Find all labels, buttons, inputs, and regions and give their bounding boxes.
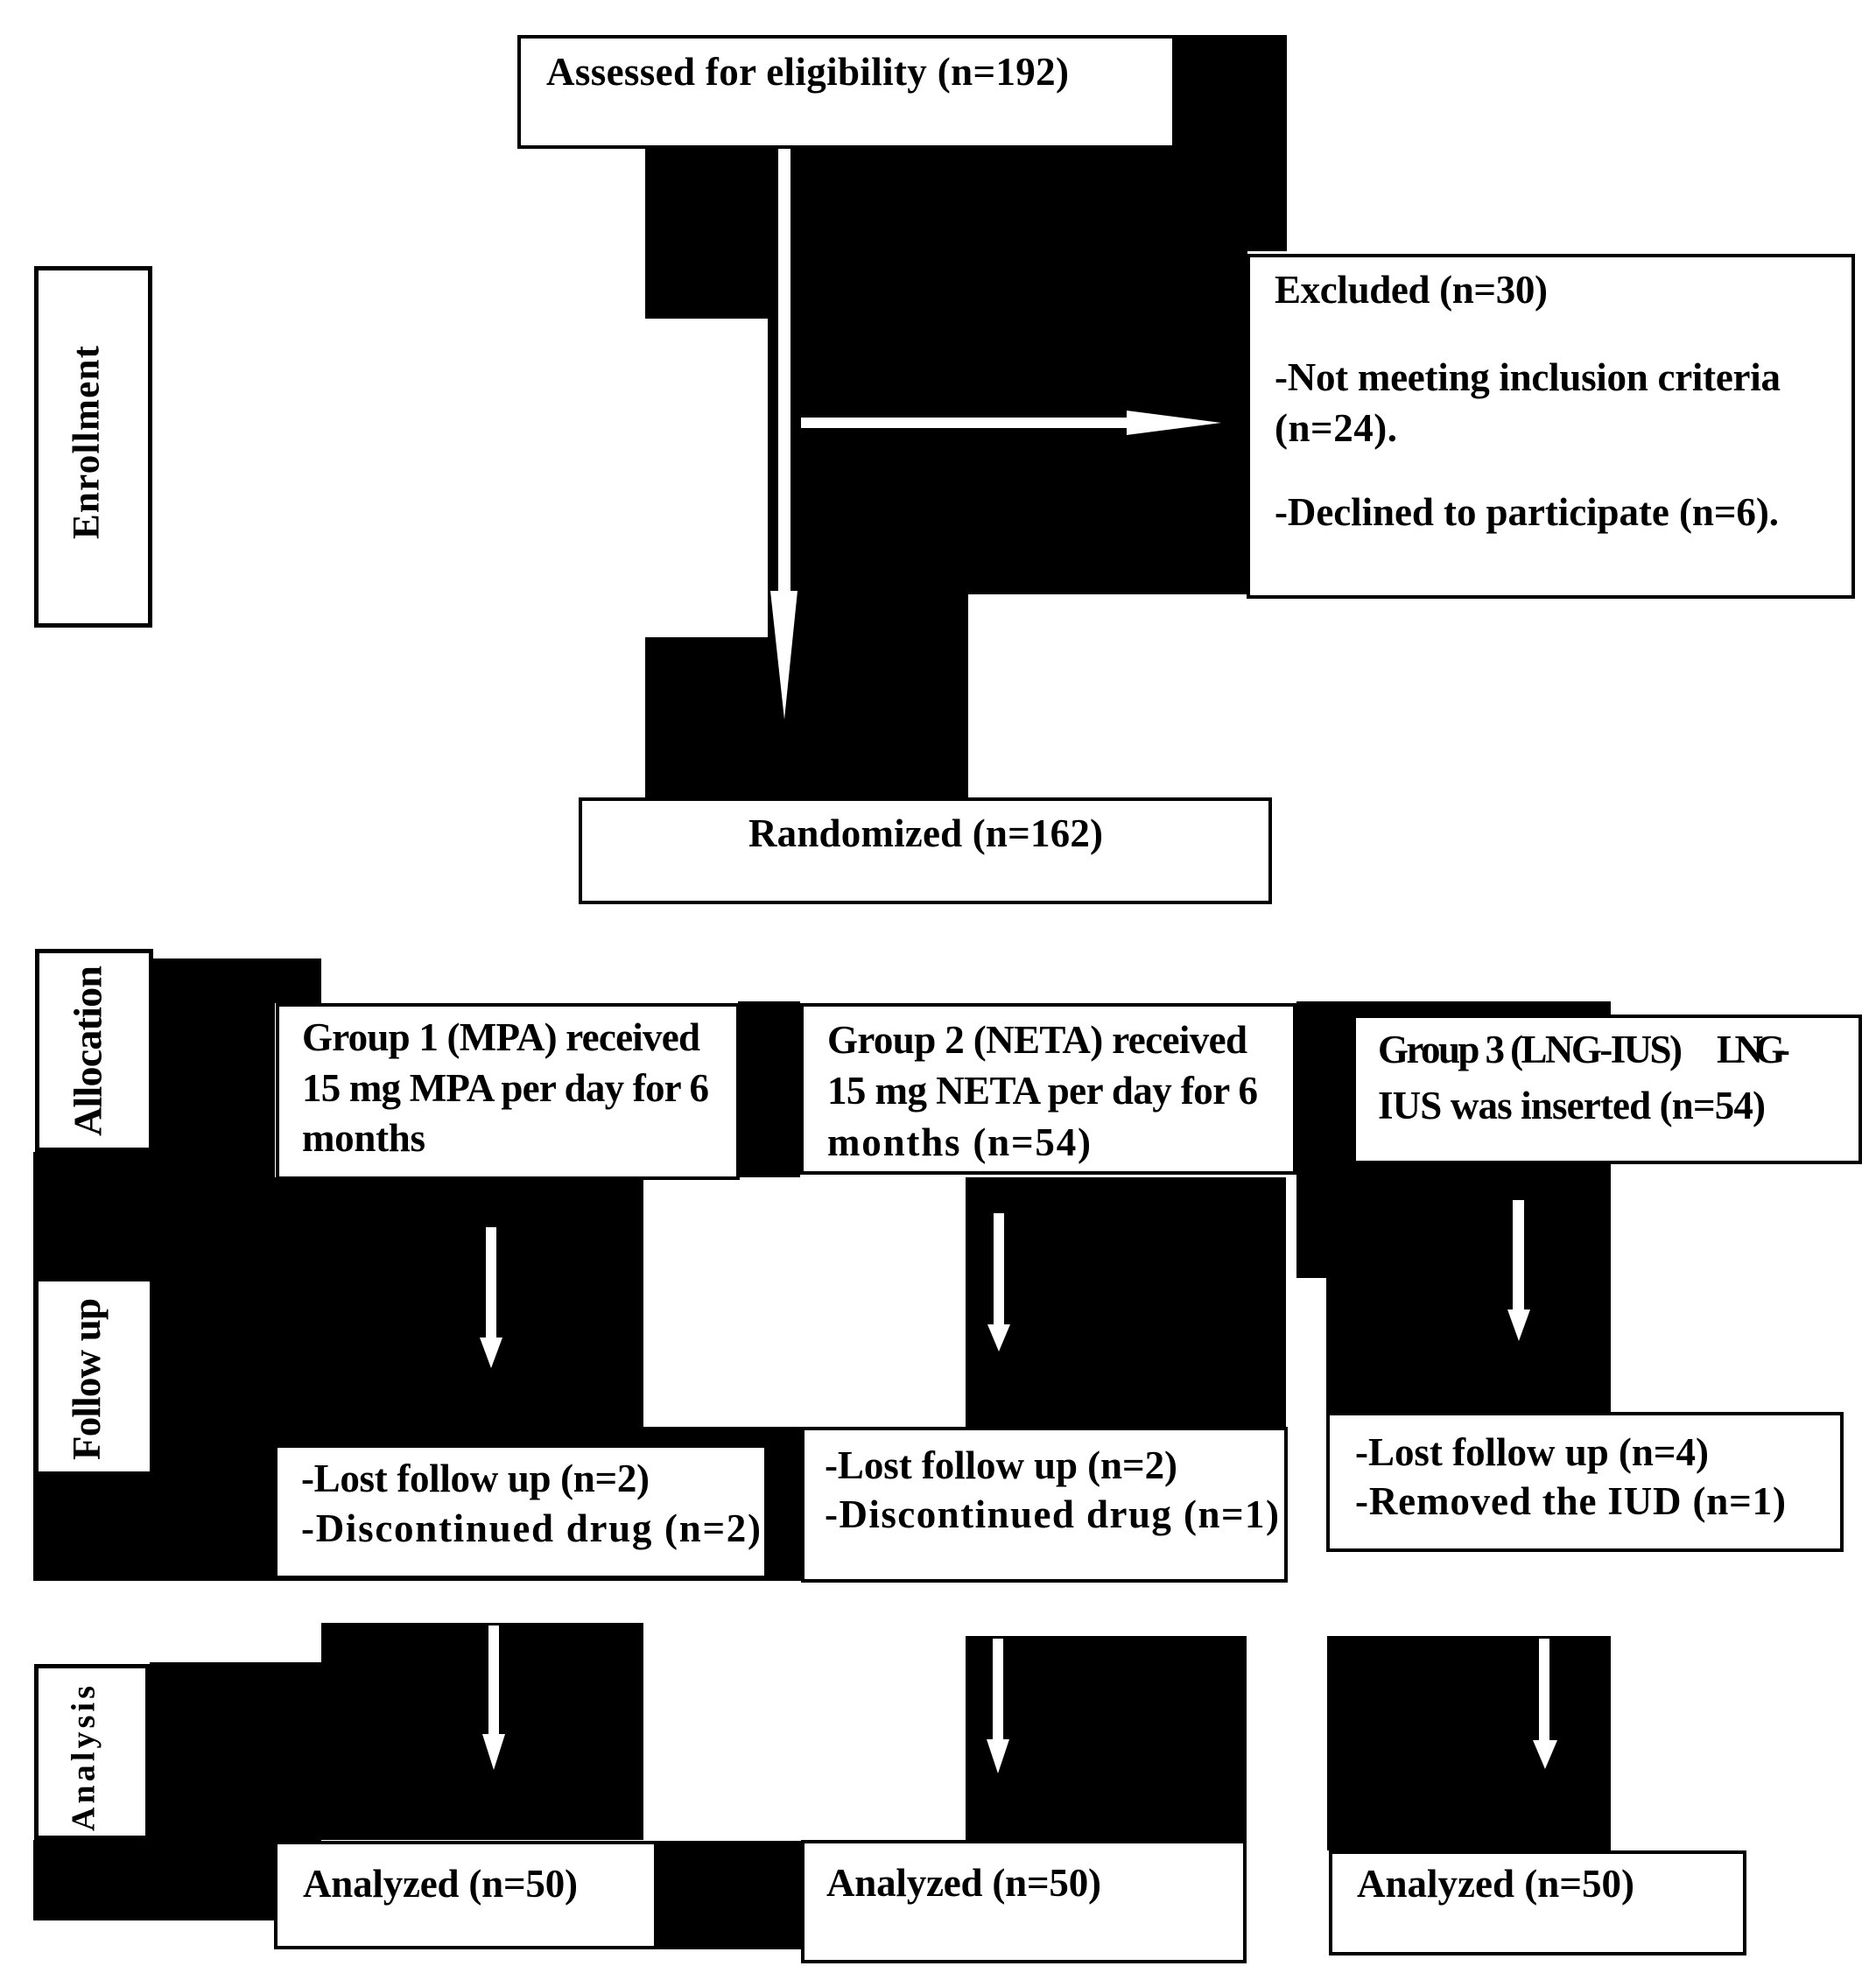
svg-text:(n=24).: (n=24). xyxy=(1275,406,1397,450)
svg-text:Randomized (n=162): Randomized (n=162) xyxy=(748,811,1103,855)
svg-text:Allocation: Allocation xyxy=(66,965,110,1136)
svg-text:-Removed the IUD (n=1): -Removed the IUD (n=1) xyxy=(1355,1479,1786,1523)
svg-text:Follow up: Follow up xyxy=(65,1298,109,1460)
svg-text:Analyzed (n=50): Analyzed (n=50) xyxy=(1357,1862,1634,1906)
svg-text:15 mg NETA per day for 6: 15 mg NETA per day for 6 xyxy=(827,1069,1258,1113)
svg-text:-Lost follow up (n=4): -Lost follow up (n=4) xyxy=(1355,1430,1709,1474)
svg-text:Analyzed (n=50): Analyzed (n=50) xyxy=(826,1861,1101,1905)
svg-text:Assessed for eligibility (n=19: Assessed for eligibility (n=192) xyxy=(546,50,1069,94)
svg-text:Excluded (n=30): Excluded (n=30) xyxy=(1275,268,1548,312)
svg-text:Analysis: Analysis xyxy=(66,1686,102,1831)
svg-text:LNG-: LNG- xyxy=(1717,1028,1790,1071)
svg-text:Group 2 (NETA) received: Group 2 (NETA) received xyxy=(827,1018,1247,1062)
svg-text:Enrollment: Enrollment xyxy=(67,345,108,539)
svg-text:-Not meeting inclusion criteri: -Not meeting inclusion criteria xyxy=(1275,355,1781,399)
svg-text:15 mg MPA per day for 6: 15 mg MPA per day for 6 xyxy=(302,1066,709,1110)
svg-text:-Lost follow up (n=2): -Lost follow up (n=2) xyxy=(301,1457,650,1500)
svg-text:-Lost follow up (n=2): -Lost follow up (n=2) xyxy=(825,1443,1177,1487)
svg-text:-Discontinued drug (n=2): -Discontinued drug (n=2) xyxy=(301,1506,761,1550)
svg-text:-Discontinued drug (n=1): -Discontinued drug (n=1) xyxy=(825,1492,1279,1536)
svg-text:-Declined to participate (n=6): -Declined to participate (n=6). xyxy=(1275,490,1779,534)
svg-text:Group 3 (LNG-IUS): Group 3 (LNG-IUS) xyxy=(1378,1028,1683,1071)
svg-text:months (n=54): months (n=54) xyxy=(827,1120,1091,1164)
svg-text:Analyzed (n=50): Analyzed (n=50) xyxy=(303,1862,578,1906)
svg-text:months: months xyxy=(302,1116,425,1160)
svg-text:Group 1 (MPA) received: Group 1 (MPA) received xyxy=(302,1015,700,1059)
svg-text:IUS was inserted (n=54): IUS was inserted (n=54) xyxy=(1378,1084,1766,1127)
